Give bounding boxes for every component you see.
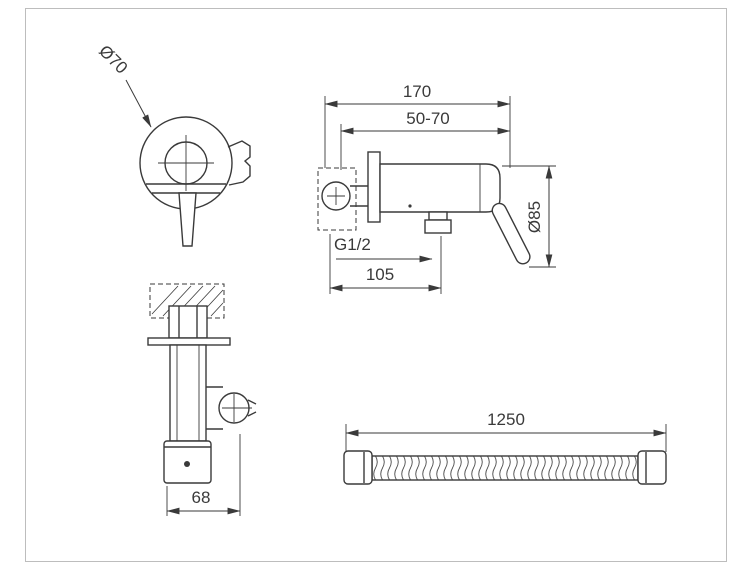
mounting-nut — [168, 305, 208, 339]
lever-front — [178, 192, 197, 247]
holder-bracket-front — [227, 140, 251, 186]
label-thread-size: G1/2 — [334, 235, 371, 254]
flange — [147, 337, 231, 346]
clip-tick-bottom — [247, 411, 257, 417]
label-body-diameter: Ø85 — [525, 201, 544, 233]
drawing-frame — [25, 8, 727, 562]
handle-lever-side — [491, 202, 531, 265]
dim-85: Ø85 — [502, 165, 556, 268]
thread-callout: G1/2 — [334, 235, 433, 263]
dim-170: 170 — [324, 82, 511, 168]
clip-tick-top — [247, 399, 257, 405]
mixer-body — [379, 163, 501, 213]
dim-1250: 1250 — [345, 410, 667, 452]
leader-front-diameter — [125, 79, 152, 128]
wall-plate — [367, 151, 381, 223]
front-view: Ø70 — [95, 41, 251, 247]
label-spout-distance: 105 — [366, 265, 394, 284]
hose-view: 1250 — [343, 410, 667, 485]
holder-side-view: 68 — [147, 283, 257, 516]
label-hose-length: 1250 — [487, 410, 525, 429]
dim-105: 105 — [329, 234, 442, 294]
outlet-stub — [428, 211, 448, 221]
hose-fitting-right — [637, 450, 667, 485]
wall-section — [317, 167, 357, 231]
label-overall-length: 170 — [403, 82, 431, 101]
holder-body — [169, 344, 207, 442]
side-view: 170 50-70 Ø85 — [317, 82, 556, 294]
dim-68: 68 — [166, 434, 241, 516]
inlet-circle — [321, 181, 351, 211]
label-holder-depth: 68 — [192, 488, 211, 507]
label-install-depth: 50-70 — [406, 109, 449, 128]
label-front-diameter: Ø70 — [95, 41, 131, 77]
body-dot — [408, 204, 412, 208]
hose-braid — [371, 455, 639, 481]
hose-fitting-left — [343, 450, 373, 485]
lower-unit-dot — [184, 461, 190, 467]
outlet-nut — [424, 219, 452, 234]
dim-50-70: 50-70 — [340, 109, 511, 170]
